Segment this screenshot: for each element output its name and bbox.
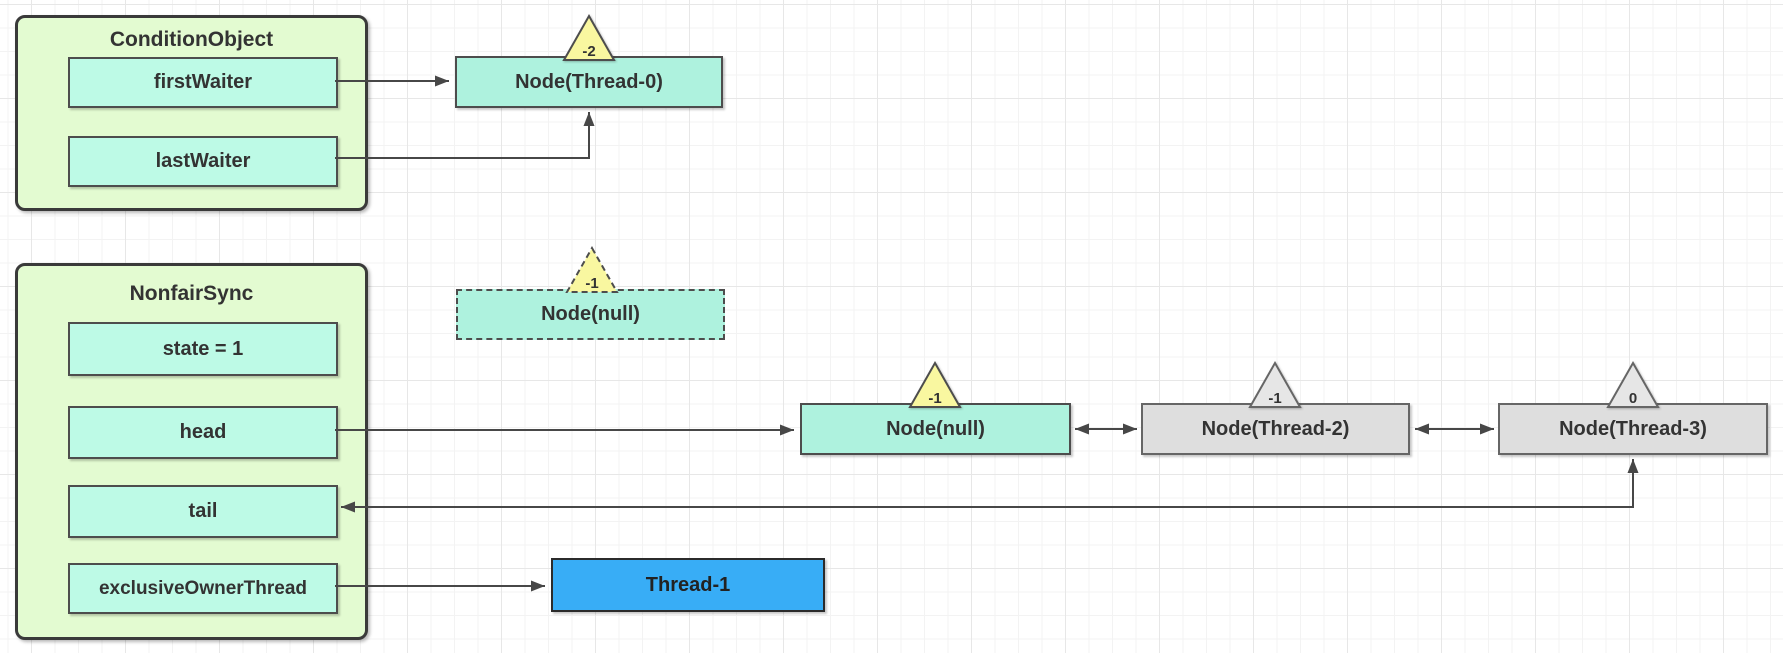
node-thread-0: Node(Thread-0) (455, 56, 723, 108)
thread-1-box: Thread-1 (551, 558, 825, 612)
field-state: state = 1 (68, 322, 338, 376)
condition-object-title: ConditionObject (109, 28, 274, 51)
node-null-head: Node(null) (800, 403, 1071, 455)
field-first-waiter: firstWaiter (68, 57, 338, 108)
nonfair-sync-box: NonfairSync state = 1 head tail exclusiv… (15, 263, 368, 640)
node-thread-2: Node(Thread-2) (1141, 403, 1410, 455)
wait-status-value: -2 (582, 43, 595, 60)
wait-status-triangle-null-head: -1 (908, 360, 962, 408)
condition-object-box: ConditionObject firstWaiter lastWaiter (15, 15, 368, 211)
wait-status-value: -1 (928, 390, 941, 407)
arrow-lastwaiter-to-node-thread-0 (335, 112, 595, 159)
field-tail: tail (68, 485, 338, 538)
wait-status-triangle-thread-2: -1 (1248, 360, 1302, 408)
node-null-dashed: Node(null) (456, 289, 725, 340)
wait-status-value: -1 (585, 275, 598, 292)
field-exclusive-owner-thread: exclusiveOwnerThread (68, 563, 338, 614)
wait-status-triangle-null-dashed: -1 (565, 245, 619, 293)
node-thread-3: Node(Thread-3) (1498, 403, 1768, 455)
wait-status-value: -1 (1268, 390, 1281, 407)
field-head: head (68, 406, 338, 459)
nonfair-sync-title: NonfairSync (129, 282, 254, 305)
wait-status-value: 0 (1629, 390, 1637, 407)
field-last-waiter: lastWaiter (68, 136, 338, 187)
arrow-tail-node-thread-3 (341, 459, 1639, 513)
wait-status-triangle-thread-0: -2 (562, 13, 616, 61)
wait-status-triangle-thread-3: 0 (1606, 360, 1660, 408)
